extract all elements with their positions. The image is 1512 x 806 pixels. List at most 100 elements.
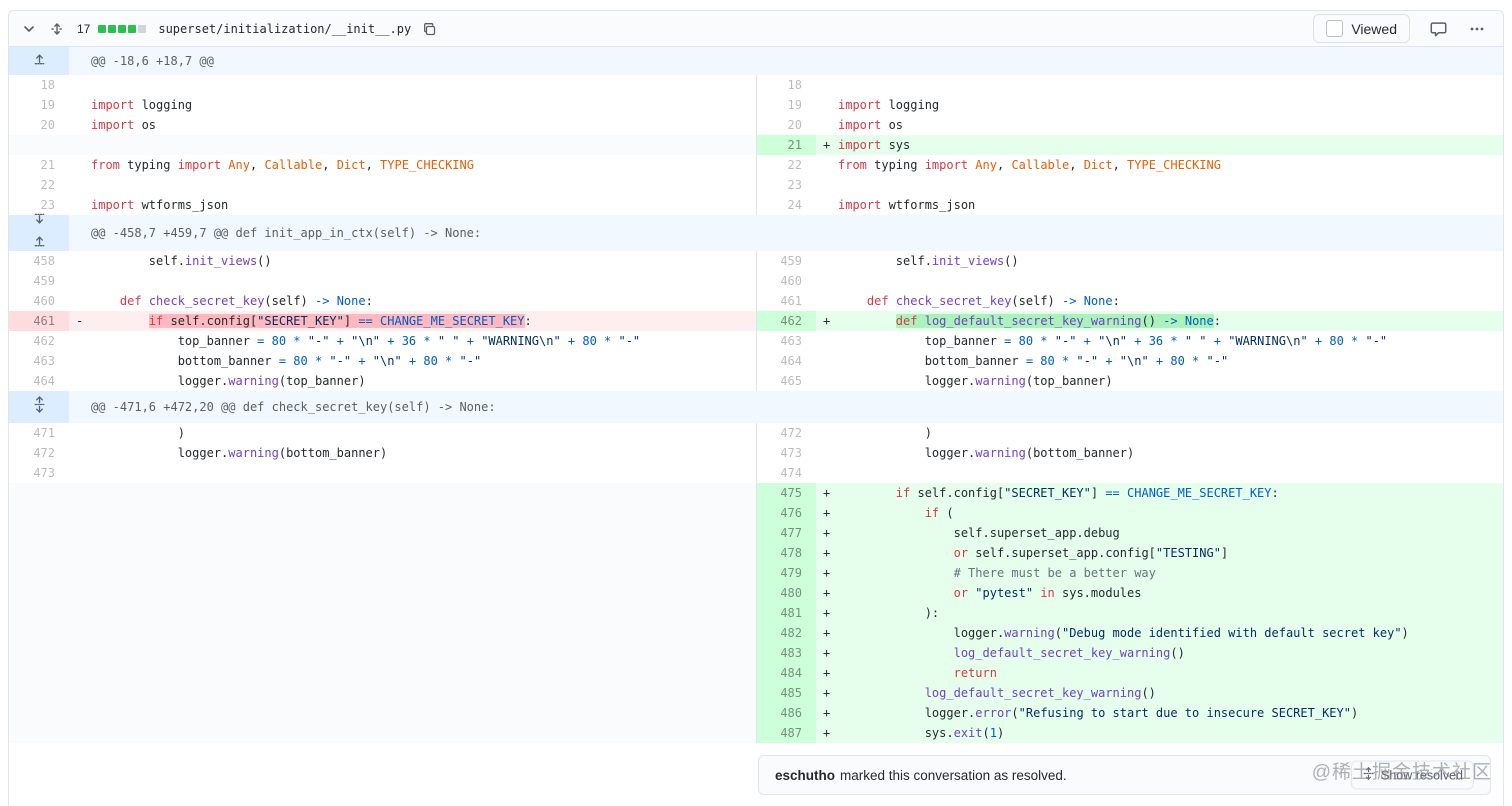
file-name-link[interactable]: superset/initialization/__init__.py <box>158 21 412 36</box>
diff-marker: + <box>823 606 831 620</box>
line-number-old[interactable]: 22 <box>40 178 55 192</box>
code-line-new: import os <box>838 118 904 132</box>
code-line-old <box>69 503 756 523</box>
code-line-old: import wtforms_json <box>91 198 229 212</box>
viewed-checkbox[interactable] <box>1326 20 1344 37</box>
hunk-header-text: @@ -471,6 +472,20 @@ def check_secret_ke… <box>69 391 1503 423</box>
diff-marker: + <box>823 314 831 328</box>
resolved-text: marked this conversation as resolved. <box>840 767 1067 783</box>
line-number-new[interactable]: 475 <box>756 483 816 503</box>
line-number-new[interactable]: 487 <box>756 723 816 743</box>
line-number-new[interactable]: 478 <box>756 543 816 563</box>
line-number-new[interactable]: 23 <box>756 175 816 195</box>
code-line-new: + ): <box>816 603 1503 623</box>
line-number-old[interactable]: 464 <box>33 374 55 388</box>
code-line-old: import logging <box>91 98 193 112</box>
line-number-old[interactable]: 23 <box>40 198 55 212</box>
code-line-old: def check_secret_key(self) -> None: <box>119 294 373 308</box>
line-number-empty <box>9 523 69 543</box>
line-number-new[interactable]: 22 <box>756 155 816 175</box>
line-number-old[interactable]: 21 <box>40 158 55 172</box>
line-number-old[interactable]: 19 <box>40 98 55 112</box>
viewed-toggle-button[interactable]: Viewed <box>1313 14 1410 43</box>
line-number-old[interactable]: 462 <box>33 334 55 348</box>
comment-button[interactable] <box>1428 19 1449 39</box>
diff-row: 20 import os 20 import os <box>9 115 1503 135</box>
expand-hunk-button[interactable] <box>9 391 69 423</box>
copy-icon <box>421 21 437 37</box>
drag-handle-button[interactable] <box>47 19 67 39</box>
code-line-old <box>69 583 756 603</box>
diff-row: 462 top_banner = 80 * "-" + "\n" + 36 * … <box>9 331 1503 351</box>
code-line-old <box>69 563 756 583</box>
code-line-old: bottom_banner = 80 * "-" + "\n" + 80 * "… <box>91 354 482 368</box>
line-number-new[interactable]: 486 <box>756 703 816 723</box>
line-number-new[interactable]: 480 <box>756 583 816 603</box>
expand-hunk-button[interactable] <box>9 212 69 251</box>
line-number-new[interactable]: 482 <box>756 623 816 643</box>
line-number-new[interactable]: 477 <box>756 523 816 543</box>
line-number-empty <box>9 603 69 623</box>
show-resolved-button[interactable]: Show resolved <box>1351 760 1474 790</box>
diff-marker: + <box>823 626 831 640</box>
resolved-author: eschutho <box>775 767 836 783</box>
line-number-new[interactable]: 459 <box>756 251 816 271</box>
code-line-new: + or self.superset_app.config["TESTING"] <box>816 543 1503 563</box>
code-line-old <box>69 623 756 643</box>
code-line-old <box>69 135 756 155</box>
line-number-old[interactable]: 20 <box>40 118 55 132</box>
line-number-new[interactable]: 476 <box>756 503 816 523</box>
line-number-old[interactable]: 460 <box>33 294 55 308</box>
line-number-new[interactable]: 462 <box>756 311 816 331</box>
code-line-old <box>69 683 756 703</box>
line-number-old[interactable]: 463 <box>33 354 55 368</box>
code-line-new: def check_secret_key(self) -> None: <box>866 294 1120 308</box>
expand-hunk-button[interactable] <box>9 47 69 75</box>
code-line-old: logger.warning(top_banner) <box>91 374 366 388</box>
line-number-new[interactable]: 461 <box>756 291 816 311</box>
line-number-new[interactable]: 20 <box>756 115 816 135</box>
diff-row: 483+ log_default_secret_key_warning() <box>9 643 1503 663</box>
line-number-new[interactable]: 485 <box>756 683 816 703</box>
line-number-new[interactable]: 479 <box>756 563 816 583</box>
line-number-new[interactable]: 463 <box>756 331 816 351</box>
line-number-new[interactable]: 19 <box>756 95 816 115</box>
line-number-new[interactable]: 473 <box>756 443 816 463</box>
file-options-button[interactable] <box>1467 19 1487 39</box>
line-number-old[interactable]: 459 <box>33 274 55 288</box>
line-number-new[interactable]: 472 <box>756 423 816 443</box>
code-line-new: top_banner = 80 * "-" + "\n" + 36 * " " … <box>838 334 1388 348</box>
line-number-old[interactable]: 18 <box>40 78 55 92</box>
line-number-new[interactable]: 24 <box>756 195 816 215</box>
code-line-old <box>69 523 756 543</box>
line-number-new[interactable]: 481 <box>756 603 816 623</box>
copy-path-button[interactable] <box>419 19 439 39</box>
line-number-new[interactable]: 465 <box>756 371 816 391</box>
line-number-old[interactable]: 471 <box>33 426 55 440</box>
line-number-old[interactable]: 472 <box>33 446 55 460</box>
line-number-new[interactable]: 464 <box>756 351 816 371</box>
line-number-new[interactable]: 483 <box>756 643 816 663</box>
line-number-empty <box>9 503 69 523</box>
code-line-new: + # There must be a better way <box>816 563 1503 583</box>
line-number-old[interactable]: 461 <box>9 311 69 331</box>
hunk-header-text: @@ -18,6 +18,7 @@ <box>69 47 1503 75</box>
file-diff-container: 17 superset/initialization/__init__.py V… <box>8 10 1504 806</box>
line-number-new[interactable]: 18 <box>756 75 816 95</box>
code-line-old <box>69 543 756 563</box>
line-number-new[interactable]: 460 <box>756 271 816 291</box>
line-number-old[interactable]: 473 <box>33 466 55 480</box>
collapse-file-button[interactable] <box>19 19 39 39</box>
code-line-old: import os <box>91 118 157 132</box>
changes-count: 17 <box>77 21 91 36</box>
code-line-old <box>69 75 756 95</box>
line-number-new[interactable]: 484 <box>756 663 816 683</box>
diff-marker: + <box>823 566 831 580</box>
line-number-old[interactable]: 458 <box>33 254 55 268</box>
code-line-new <box>816 175 1503 195</box>
diff-row: 459 460 <box>9 271 1503 291</box>
line-number-new[interactable]: 21 <box>756 135 816 155</box>
line-number-new[interactable]: 474 <box>756 463 816 483</box>
expand-down-icon <box>32 212 47 233</box>
